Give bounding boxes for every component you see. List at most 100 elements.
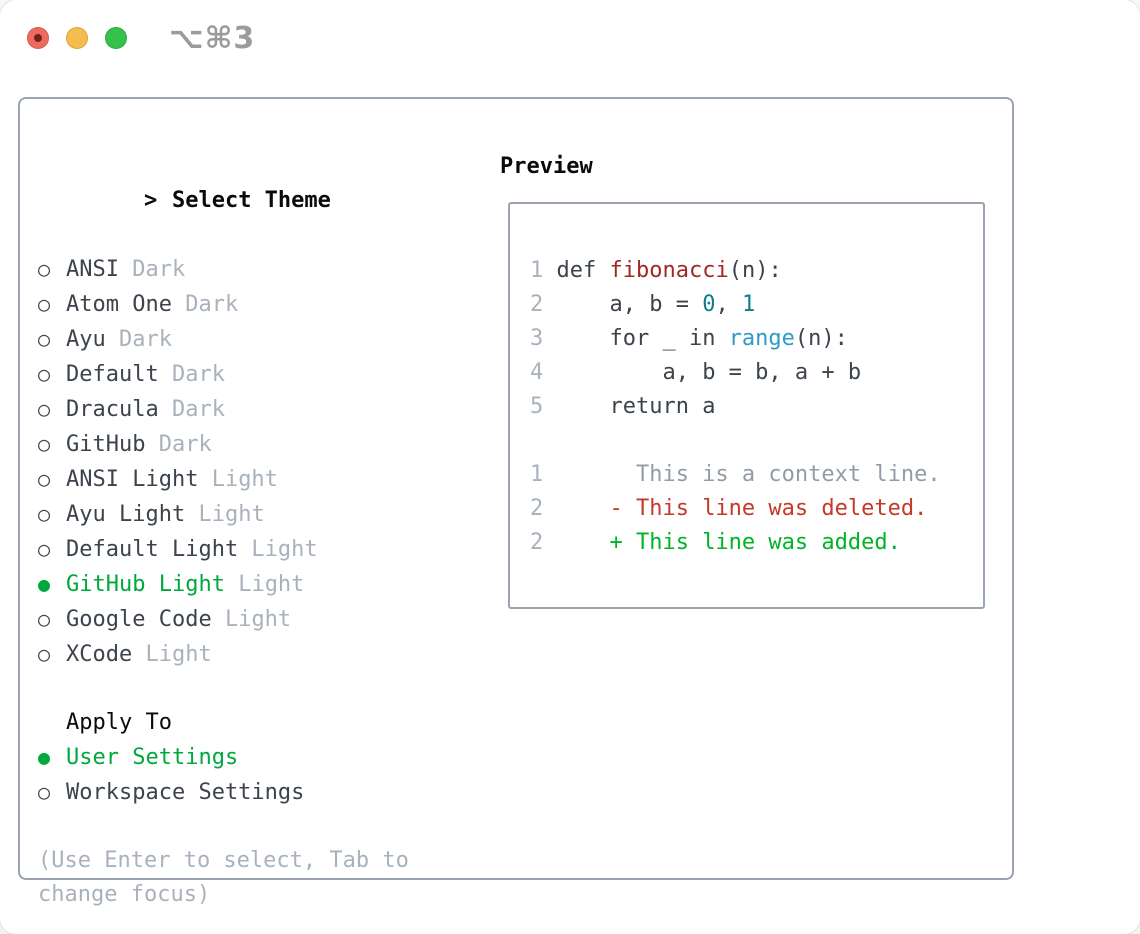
- theme-option-dracula[interactable]: ○ Dracula Dark: [38, 392, 500, 427]
- theme-option-default[interactable]: ○ Default Dark: [38, 357, 500, 392]
- theme-variant: Dark: [158, 397, 225, 422]
- unsaved-changes-dot-icon: [34, 34, 42, 42]
- theme-name: Ayu: [66, 327, 106, 352]
- theme-variant: Light: [185, 502, 265, 527]
- theme-variant: Light: [238, 537, 318, 562]
- theme-option-atom-one[interactable]: ○ Atom One Dark: [38, 287, 500, 322]
- line-number: 5: [530, 394, 544, 419]
- code-segment: fibonacci: [609, 258, 729, 283]
- theme-selector-panel: > Select Theme ○ ANSI Dark ○ Atom One Dark ○ A…: [18, 97, 1014, 907]
- theme-name: Atom One: [66, 292, 172, 317]
- apply-options: ● User Settings ○ Workspace Settings: [38, 740, 500, 810]
- code-segment: + This line was added.: [543, 530, 901, 555]
- apply-option-label: User Settings: [66, 745, 239, 770]
- radio-unselected-icon: ○: [38, 397, 51, 421]
- preview-blank-line: [530, 424, 983, 458]
- theme-name: Dracula: [66, 397, 159, 422]
- window-shortcut-label: ⌥⌘3: [169, 20, 256, 56]
- theme-variant: Dark: [145, 432, 212, 457]
- code-segment: - This line was deleted.: [543, 496, 928, 521]
- theme-variant: Dark: [171, 292, 239, 317]
- preview-line: 5 return a: [530, 390, 983, 424]
- prompt-icon: >: [143, 188, 158, 213]
- theme-option-ansi[interactable]: ○ ANSI Dark: [38, 252, 500, 287]
- preview-column: Preview 1 def fibonacci(n):2 a, b = 0, 1…: [500, 150, 1012, 878]
- radio-unselected-icon: ○: [38, 607, 51, 631]
- theme-option-github[interactable]: ○ GitHub Dark: [38, 427, 500, 462]
- apply-to-title: Apply To: [66, 710, 172, 735]
- code-segment: a, b = b, a + b: [543, 360, 862, 385]
- minimize-button[interactable]: [66, 27, 88, 49]
- zoom-button[interactable]: [105, 27, 127, 49]
- theme-variant: Light: [132, 642, 212, 667]
- line-number: 2: [530, 530, 544, 555]
- radio-selected-icon: ●: [38, 745, 51, 769]
- code-segment: return a: [543, 394, 716, 419]
- code-segment: This is a context line.: [543, 462, 941, 487]
- apply-option-user-settings[interactable]: ● User Settings: [38, 740, 500, 775]
- radio-unselected-icon: ○: [38, 327, 51, 351]
- theme-option-github-light[interactable]: ● GitHub Light Light: [38, 567, 500, 602]
- preview-line: 3 for _ in range(n):: [530, 322, 983, 356]
- preview-line: 2 - This line was deleted.: [530, 492, 983, 526]
- theme-option-ayu-light[interactable]: ○ Ayu Light Light: [38, 497, 500, 532]
- radio-unselected-icon: ○: [38, 780, 51, 804]
- line-number: 1: [530, 258, 544, 283]
- line-number: 3: [530, 326, 544, 351]
- theme-name: GitHub Light: [66, 572, 225, 597]
- preview-line: 2 a, b = 0, 1: [530, 288, 983, 322]
- theme-name: Default Light: [66, 537, 239, 562]
- radio-unselected-icon: ○: [38, 642, 51, 666]
- apply-option-workspace-settings[interactable]: ○ Workspace Settings: [38, 775, 500, 810]
- code-segment: a, b =: [543, 292, 703, 317]
- line-number: 2: [530, 496, 544, 521]
- theme-variant: Light: [211, 607, 292, 632]
- code-segment: 1: [741, 292, 756, 317]
- preview-title: Preview: [500, 154, 593, 179]
- theme-option-xcode[interactable]: ○ XCode Light: [38, 637, 500, 672]
- radio-unselected-icon: ○: [38, 292, 51, 316]
- theme-name: XCode: [66, 642, 133, 667]
- theme-name: ANSI Light: [66, 467, 199, 492]
- close-button[interactable]: [27, 27, 49, 49]
- theme-variant: Dark: [118, 257, 186, 282]
- apply-option-label: Workspace Settings: [66, 780, 305, 805]
- theme-option-default-light[interactable]: ○ Default Light Light: [38, 532, 500, 567]
- theme-option-ansi-light[interactable]: ○ ANSI Light Light: [38, 462, 500, 497]
- line-number: 1: [530, 462, 544, 487]
- code-segment: def: [543, 258, 610, 283]
- radio-selected-icon: ●: [38, 572, 51, 596]
- code-segment: (n):: [728, 258, 782, 283]
- theme-name: Default: [66, 362, 159, 387]
- radio-unselected-icon: ○: [38, 257, 51, 281]
- code-segment: ,: [715, 292, 742, 317]
- theme-option-ayu[interactable]: ○ Ayu Dark: [38, 322, 500, 357]
- preview-line: 1 This is a context line.: [530, 458, 983, 492]
- select-theme-title: Select Theme: [171, 188, 331, 213]
- preview-line: 2 + This line was added.: [530, 526, 983, 560]
- theme-variant: Light: [224, 572, 305, 597]
- theme-name: Ayu Light: [66, 502, 186, 527]
- radio-unselected-icon: ○: [38, 467, 51, 491]
- radio-unselected-icon: ○: [38, 432, 51, 456]
- hint-text: (Use Enter to select, Tab to change focu…: [38, 848, 409, 907]
- code-segment: 0: [702, 292, 716, 317]
- radio-unselected-icon: ○: [38, 362, 51, 386]
- theme-column: > Select Theme ○ ANSI Dark ○ Atom One Dark ○ A…: [38, 150, 500, 907]
- radio-unselected-icon: ○: [38, 537, 51, 561]
- theme-option-google-code[interactable]: ○ Google Code Light: [38, 602, 500, 637]
- theme-variant: Light: [198, 467, 278, 492]
- code-segment: for _ in: [543, 326, 729, 351]
- radio-unselected-icon: ○: [38, 502, 51, 526]
- theme-list: ○ ANSI Dark ○ Atom One Dark ○ Ayu Dark ○ Defaul…: [38, 252, 500, 672]
- line-number: 4: [530, 360, 544, 385]
- theme-name: GitHub: [66, 432, 146, 457]
- theme-name: Google Code: [66, 607, 212, 632]
- theme-name: ANSI: [66, 257, 119, 282]
- theme-variant: Dark: [105, 327, 172, 352]
- code-segment: range: [728, 326, 795, 351]
- theme-variant: Dark: [158, 362, 225, 387]
- code-segment: (n):: [794, 326, 848, 351]
- preview-line: 1 def fibonacci(n):: [530, 254, 983, 288]
